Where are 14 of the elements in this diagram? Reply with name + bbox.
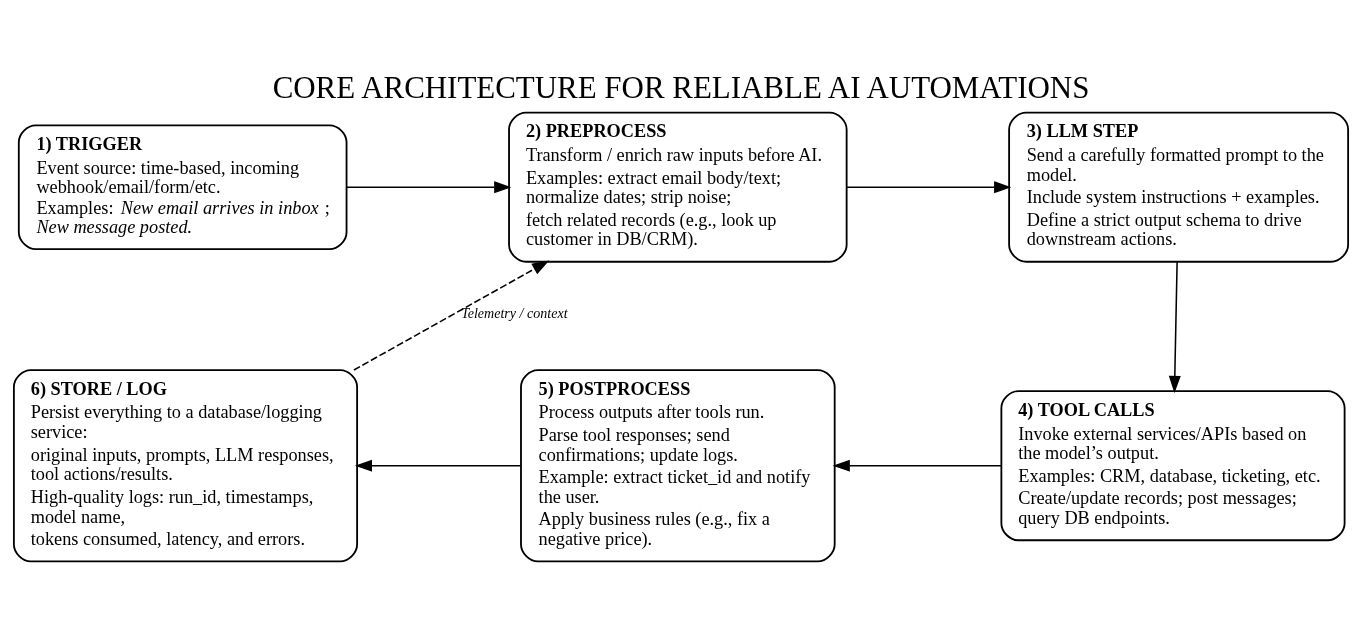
node-box: 4) TOOL CALLS Invoke external services/APIs based on the model’s output. Examples: CRM, database, ticketing, etc. Create/update records; post messages; query DB endpoints. [1000,389,1346,541]
diagram-title: CORE ARCHITECTURE FOR RELIABLE AI AUTOMATIONS [272,69,1090,105]
arrow [354,459,522,472]
node-box: 3) LLM STEP Send a carefully formatted prompt to the model. Include system instructions + examples. Define a strict output schema to drive downstream actions. [1008,111,1350,263]
arrow [345,180,512,193]
arrow [1168,260,1181,393]
node-box: 5) POSTPROCESS Process outputs after tools run. Parse tool responses; send confirmations; update logs. Example: extract ticket_id and notify the user. Apply business rules (e.g., fix a negative price). [520,368,836,562]
edge-label: Telemetry / context [461,304,568,321]
arrow [846,180,1012,193]
node-box: 1) TRIGGER Event source: time-based, incoming webhook/email/form/etc. Examples: New email arrives in inbox; New message posted. [17,123,348,250]
node-box: 6) STORE / LOG Persist everything to a database/logging service: original inputs, prompts, LLM responses, tool actions/results. High-quality logs: run_id, timestamps, model name, tokens consumed, latency, and errors. [12,368,359,562]
arrow [832,459,1003,472]
arrow [353,260,550,371]
node-box: 2) PREPROCESS Transform / enrich raw inputs before AI. Examples: extract email body/text; normalize dates; strip noise; fetch related records (e.g., look up customer in DB/CRM). [508,111,848,263]
